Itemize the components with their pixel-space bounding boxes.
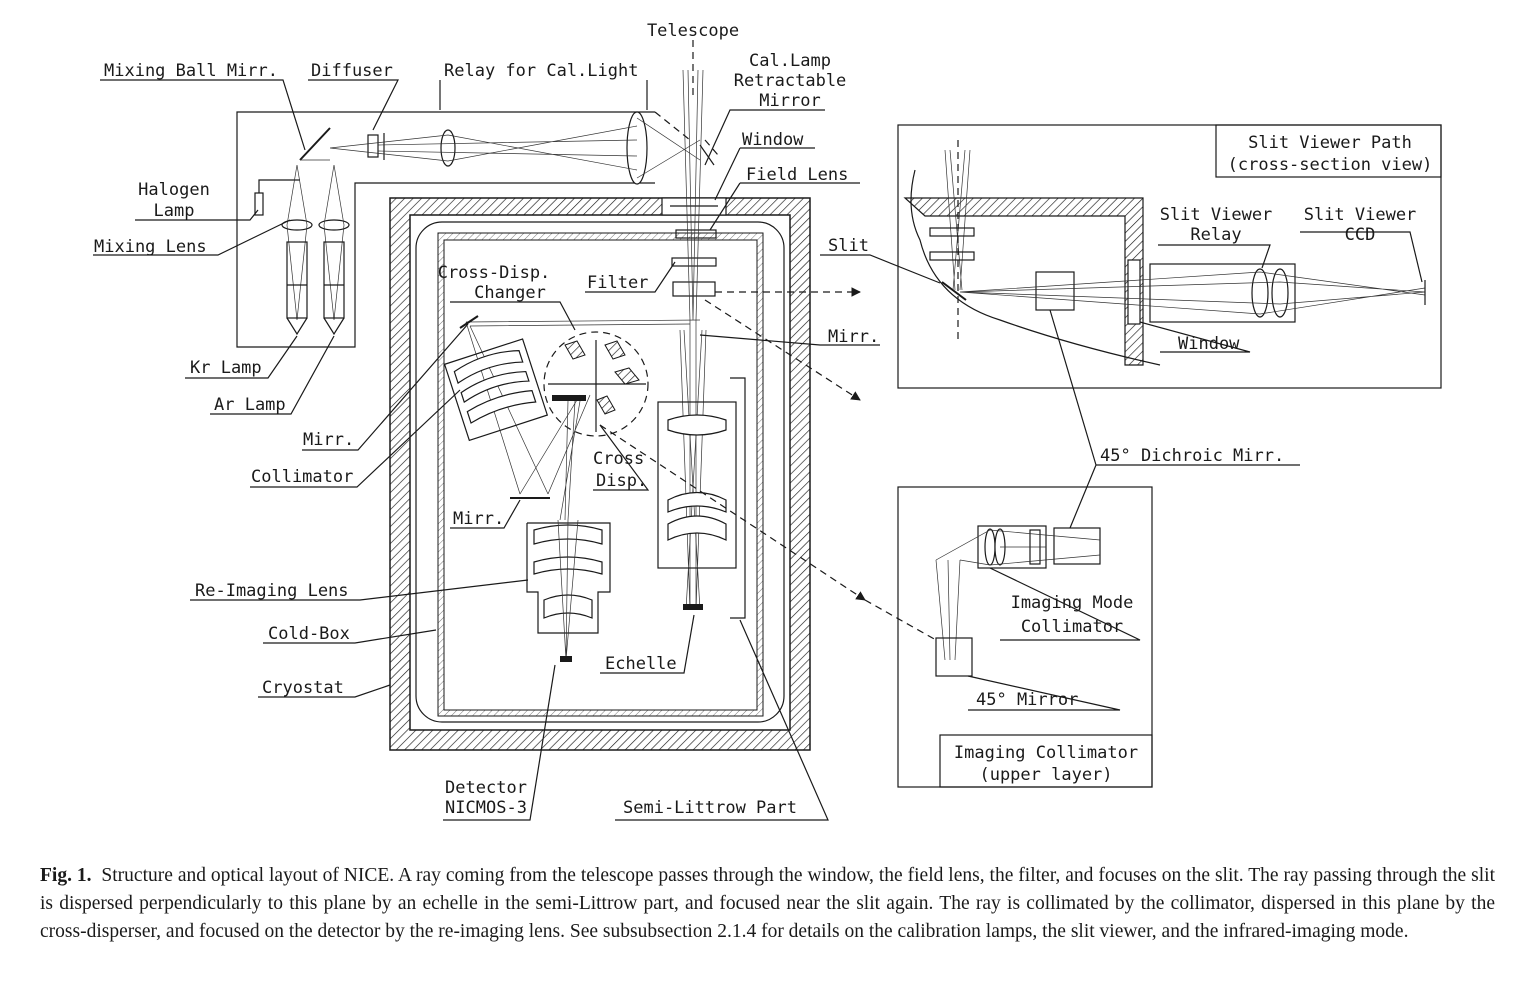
figure-caption: Fig. 1. Structure and optical layout of … — [40, 862, 1495, 946]
label-slit-viewer-relay-2: Relay — [1190, 225, 1241, 245]
label-mixing-lens: Mixing Lens — [94, 237, 207, 257]
mirror-45 — [935, 637, 973, 677]
collimator — [443, 338, 549, 442]
label-slit-viewer-ccd-2: CCD — [1345, 225, 1376, 245]
cold-box — [415, 221, 785, 723]
label-slit: Slit — [828, 236, 869, 256]
label-cryostat: Cryostat — [262, 678, 344, 698]
label-dichroic: 45° Dichroic Mirr. — [1100, 446, 1284, 466]
label-slit-viewer-path-2: (cross-section view) — [1228, 155, 1433, 175]
echelle-semi-littrow — [657, 320, 746, 619]
label-slit-viewer-ccd-1: Slit Viewer — [1304, 205, 1417, 225]
label-imaging-collimator-2: (upper layer) — [979, 765, 1112, 785]
label-slit-viewer-relay-1: Slit Viewer — [1160, 205, 1273, 225]
label-cross-disp-changer-2: Changer — [474, 283, 546, 303]
label-detector-2: NICMOS-3 — [445, 798, 527, 818]
label-slit-viewer-path-1: Slit Viewer Path — [1248, 133, 1412, 153]
label-cross-disp-changer-1: Cross-Disp. — [438, 263, 551, 283]
mirror-left — [459, 315, 479, 329]
label-cold-box: Cold-Box — [268, 624, 350, 644]
label-kr-lamp: Kr Lamp — [190, 358, 262, 378]
relay-lens-1 — [440, 129, 456, 167]
diffuser — [367, 134, 379, 158]
collimator-section — [443, 315, 701, 521]
label-mixing-ball-mirr: Mixing Ball Mirr. — [104, 61, 278, 81]
detector — [560, 656, 572, 662]
caption-text: Structure and optical layout of NICE. A … — [40, 865, 1495, 942]
label-ar-lamp: Ar Lamp — [214, 395, 286, 415]
imaging-collimator-box — [897, 486, 1153, 788]
label-diffuser: Diffuser — [311, 61, 393, 81]
calibration-unit — [236, 111, 701, 348]
telescope-rays — [682, 69, 704, 321]
label-halogen-2: Lamp — [154, 201, 195, 221]
label-filter: Filter — [587, 273, 648, 293]
caption-label: Fig. 1. — [40, 865, 92, 886]
imaging-axis-1 — [704, 299, 861, 401]
label-cal-lamp-2: Retractable — [734, 71, 847, 91]
kr-lamp — [286, 241, 308, 336]
label-mirr-lower: Mirr. — [453, 509, 504, 529]
optical-layout-diagram: Telescope Mixing Ball Mirr. Diffuser Rel… — [93, 21, 1442, 821]
label-cal-lamp-3: Mirror — [759, 91, 820, 111]
label-imaging-mode-1: Imaging Mode — [1011, 593, 1134, 613]
label-mirror-45: 45° Mirror — [976, 690, 1078, 710]
label-mirr-left: Mirr. — [303, 430, 354, 450]
label-detector-1: Detector — [445, 778, 527, 798]
label-cross-disp-1: Cross — [593, 449, 644, 469]
mixing-lens-2 — [318, 219, 350, 231]
imaging-axis-2 — [599, 424, 866, 601]
ar-lamp — [323, 241, 345, 336]
cross-disperser — [552, 395, 586, 401]
label-imaging-collimator-1: Imaging Collimator — [954, 743, 1138, 763]
field-lens — [675, 229, 717, 239]
relay-lens-2 — [626, 111, 648, 185]
window-right — [1127, 259, 1141, 325]
label-imaging-mode-2: Collimator — [1021, 617, 1123, 637]
cross-disp-changer — [543, 331, 649, 437]
labels: Telescope Mixing Ball Mirr. Diffuser Rel… — [94, 21, 1432, 818]
label-cross-disp-2: Disp. — [596, 471, 647, 491]
slit-viewer-path-box — [897, 124, 1442, 389]
echelle-grating — [683, 604, 703, 610]
label-semi-littrow: Semi-Littrow Part — [623, 798, 797, 818]
label-echelle: Echelle — [605, 654, 677, 674]
leader-lines — [93, 79, 1423, 821]
mixing-ball-mirror — [299, 127, 331, 161]
mixing-lens-1 — [281, 219, 313, 231]
label-halogen-1: Halogen — [138, 180, 210, 200]
label-field-lens: Field Lens — [746, 165, 848, 185]
label-cal-lamp-1: Cal.Lamp — [749, 51, 831, 71]
label-telescope: Telescope — [647, 21, 739, 41]
label-window-right: Window — [1178, 334, 1240, 354]
label-window-top: Window — [742, 130, 804, 150]
label-collimator: Collimator — [251, 467, 353, 487]
label-mirr-right: Mirr. — [828, 327, 879, 347]
label-relay-cal-light: Relay for Cal.Light — [444, 61, 638, 81]
re-imaging-lens — [526, 519, 611, 662]
label-re-imaging-lens: Re-Imaging Lens — [195, 581, 349, 601]
